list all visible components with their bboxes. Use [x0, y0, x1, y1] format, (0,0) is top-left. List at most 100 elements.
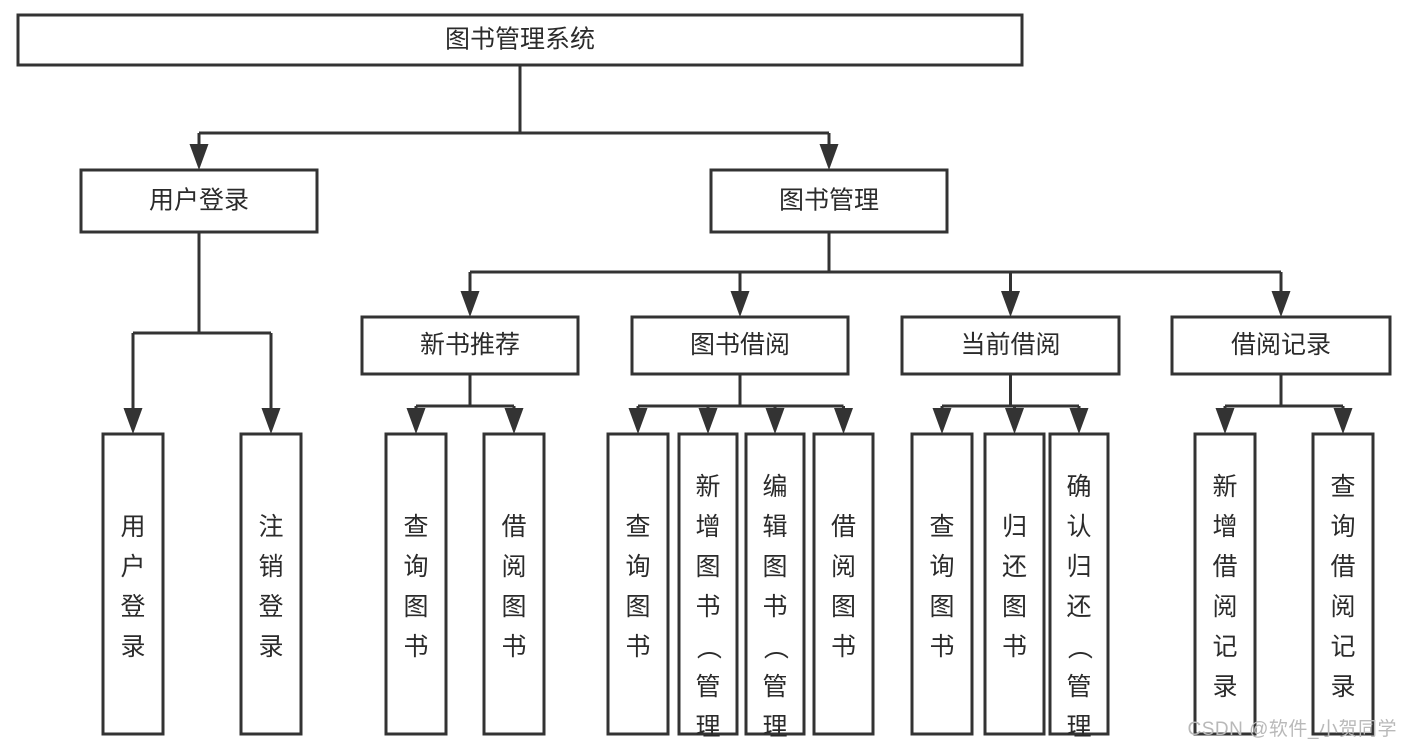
arrow-head-icon	[1001, 291, 1020, 317]
arrow-head-icon	[730, 291, 750, 317]
arrow-head-icon	[765, 408, 785, 434]
node-label-char: 图	[695, 553, 720, 581]
node-book-manage[interactable]: 图书管理	[709, 168, 949, 234]
arrow-head-icon	[1215, 408, 1235, 434]
node-label: 当前借阅	[960, 331, 1060, 359]
node-label-char: 辑	[762, 513, 787, 541]
node-new-book-rec[interactable]: 新书推荐	[360, 315, 580, 376]
node-label-char: 录	[1212, 673, 1237, 701]
node-label-char: 管	[1066, 673, 1091, 701]
node-label-char: 认	[1066, 513, 1091, 541]
arrow-head-icon	[1271, 291, 1291, 317]
node-label: 借阅记录	[1231, 331, 1331, 359]
node-label-char: 查	[625, 513, 650, 541]
node-label-char: 图	[403, 593, 428, 621]
node-rect	[1048, 432, 1110, 736]
node-label: 新书推荐	[420, 331, 520, 359]
node-rect	[812, 432, 875, 736]
node-rect	[16, 13, 1024, 67]
node-label-char: 查	[1330, 473, 1355, 501]
node-label-char: 图	[625, 593, 650, 621]
node-user-login[interactable]: 用户登录	[79, 168, 319, 234]
node-label-char: 书	[831, 633, 856, 661]
node-leaf-user-login[interactable]: 用户登录	[101, 432, 165, 736]
arrow-head-icon	[1333, 408, 1353, 434]
node-label-char: 录	[120, 633, 145, 661]
node-label-char: 书	[625, 633, 650, 661]
node-label-char: （	[1065, 635, 1093, 660]
node-label-char: 阅	[501, 553, 526, 581]
node-label-char: 理	[695, 713, 720, 741]
arrow-head-icon	[460, 291, 480, 317]
node-current-borrow[interactable]: 当前借阅	[900, 315, 1121, 376]
node-label-char: 管	[695, 673, 720, 701]
arrow-head-icon	[834, 408, 853, 434]
node-label-char: 借	[1330, 553, 1355, 581]
node-rect	[79, 168, 319, 234]
node-label: 图书管理	[779, 187, 879, 215]
node-label-char: 登	[258, 593, 283, 621]
arrow-head-icon	[1069, 408, 1089, 434]
arrow-head-icon	[932, 408, 952, 434]
node-label-char: 录	[258, 633, 283, 661]
node-label-char: 新	[695, 473, 720, 501]
node-label-char: 书	[403, 633, 428, 661]
node-label-char: 归	[1066, 553, 1091, 581]
arrow-head-icon	[504, 408, 524, 434]
arrow-head-icon	[819, 144, 839, 170]
node-rect	[482, 432, 546, 736]
node-rect	[606, 432, 670, 736]
node-label-char: 确	[1066, 473, 1091, 501]
node-rect	[384, 432, 448, 736]
node-label-char: 图	[929, 593, 954, 621]
node-label-char: 户	[120, 553, 145, 581]
node-label-char: 理	[1066, 713, 1091, 741]
connector-layer	[123, 65, 1353, 434]
node-label-char: 图	[1002, 593, 1027, 621]
node-label-char: 理	[762, 713, 787, 741]
node-rect	[360, 315, 580, 376]
node-label-char: 还	[1002, 553, 1027, 581]
arrow-head-icon	[1005, 408, 1024, 434]
node-label: 图书管理系统	[445, 26, 595, 54]
node-label-char: 询	[929, 553, 954, 581]
arrow-head-icon	[261, 408, 281, 434]
node-rect	[900, 315, 1121, 376]
node-label-char: 询	[1330, 513, 1355, 541]
node-rect	[677, 432, 739, 736]
arrow-head-icon	[698, 408, 718, 434]
node-label-char: （	[694, 635, 722, 660]
node-label-char: 查	[929, 513, 954, 541]
node-label-char: 管	[762, 673, 787, 701]
node-rect	[101, 432, 165, 736]
arrow-head-icon	[189, 144, 209, 170]
node-borrow-record[interactable]: 借阅记录	[1170, 315, 1392, 376]
node-label-char: 增	[695, 513, 720, 541]
node-label-char: 图	[501, 593, 526, 621]
node-label-char: 录	[1330, 673, 1355, 701]
node-root-图书管理系统[interactable]: 图书管理系统	[16, 13, 1024, 67]
node-label-char: 书	[762, 593, 787, 621]
node-label-char: 归	[1002, 513, 1027, 541]
node-label-char: 图	[831, 593, 856, 621]
node-label-char: 注	[258, 513, 283, 541]
node-rect	[1170, 315, 1392, 376]
node-label-char: 书	[501, 633, 526, 661]
node-book-borrow[interactable]: 图书借阅	[630, 315, 850, 376]
node-rect	[1311, 432, 1375, 736]
node-label-char: 询	[403, 553, 428, 581]
